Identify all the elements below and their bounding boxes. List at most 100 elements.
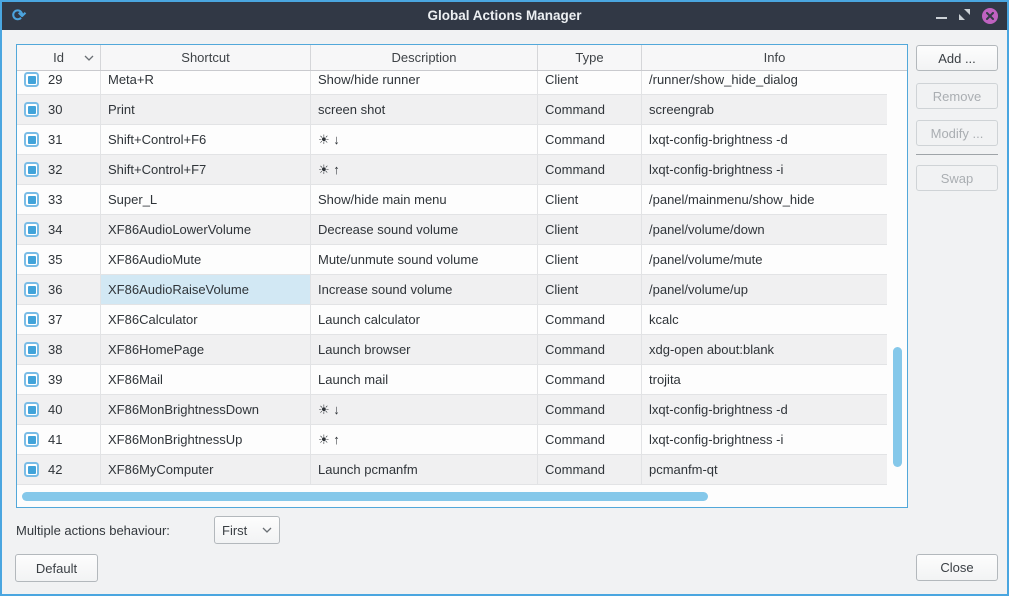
row-type-cell[interactable]: Command bbox=[538, 125, 642, 154]
row-description-cell[interactable]: Decrease sound volume bbox=[311, 215, 538, 244]
row-info-cell[interactable]: /panel/volume/up bbox=[649, 282, 749, 297]
table-row[interactable]: 33 Super_L Show/hide main menu Client /p… bbox=[17, 185, 887, 215]
table-row[interactable]: 30 Print screen shot Command screengrab bbox=[17, 95, 887, 125]
table-row[interactable]: 32 Shift+Control+F7 ☀ ↑ Command lxqt-con… bbox=[17, 155, 887, 185]
behaviour-select[interactable]: First bbox=[214, 516, 280, 544]
row-enabled-checkbox[interactable] bbox=[24, 252, 39, 267]
row-shortcut-cell[interactable]: Meta+R bbox=[101, 71, 311, 94]
table-row[interactable]: 29 Meta+R Show/hide runner Client /runne… bbox=[17, 71, 887, 95]
row-enabled-checkbox[interactable] bbox=[24, 402, 39, 417]
column-header-description[interactable]: Description bbox=[311, 45, 538, 70]
row-info-cell[interactable]: xdg-open about:blank bbox=[649, 342, 775, 357]
row-type-cell[interactable]: Client bbox=[538, 215, 642, 244]
row-shortcut-cell[interactable]: XF86Calculator bbox=[101, 305, 311, 334]
row-type-cell[interactable]: Client bbox=[538, 245, 642, 274]
row-description-cell[interactable]: ☀ ↑ bbox=[311, 425, 538, 454]
row-shortcut-cell[interactable]: XF86AudioLowerVolume bbox=[101, 215, 311, 244]
row-description-cell[interactable]: Launch browser bbox=[311, 335, 538, 364]
row-type-cell[interactable]: Command bbox=[538, 455, 642, 484]
horizontal-scrollbar-thumb[interactable] bbox=[22, 492, 708, 501]
row-info-cell[interactable]: kcalc bbox=[649, 312, 679, 327]
row-enabled-checkbox[interactable] bbox=[24, 432, 39, 447]
column-header-shortcut[interactable]: Shortcut bbox=[101, 45, 311, 70]
row-type-cell[interactable]: Command bbox=[538, 395, 642, 424]
row-info-cell[interactable]: /runner/show_hide_dialog bbox=[649, 72, 798, 87]
row-enabled-checkbox[interactable] bbox=[24, 342, 39, 357]
swap-button[interactable]: Swap bbox=[916, 165, 998, 191]
row-shortcut-cell[interactable]: XF86AudioRaiseVolume bbox=[101, 275, 311, 304]
row-description-cell[interactable]: ☀ ↓ bbox=[311, 395, 538, 424]
modify-button[interactable]: Modify ... bbox=[916, 120, 998, 146]
row-enabled-checkbox[interactable] bbox=[24, 372, 39, 387]
table-row[interactable]: 40 XF86MonBrightnessDown ☀ ↓ Command lxq… bbox=[17, 395, 887, 425]
row-description-cell[interactable]: Show/hide runner bbox=[311, 71, 538, 94]
titlebar[interactable]: ⟳ Global Actions Manager bbox=[2, 2, 1007, 30]
row-enabled-checkbox[interactable] bbox=[24, 102, 39, 117]
column-header-id[interactable]: Id bbox=[17, 45, 101, 70]
table-row[interactable]: 42 XF86MyComputer Launch pcmanfm Command… bbox=[17, 455, 887, 485]
row-description-cell[interactable]: Show/hide main menu bbox=[311, 185, 538, 214]
row-shortcut-cell[interactable]: Shift+Control+F6 bbox=[101, 125, 311, 154]
row-type-cell[interactable]: Client bbox=[538, 185, 642, 214]
row-description-cell[interactable]: Increase sound volume bbox=[311, 275, 538, 304]
row-description-cell[interactable]: Launch calculator bbox=[311, 305, 538, 334]
row-type-cell[interactable]: Client bbox=[538, 71, 642, 94]
row-description-cell[interactable]: ☀ ↑ bbox=[311, 155, 538, 184]
row-info-cell[interactable]: /panel/mainmenu/show_hide bbox=[649, 192, 815, 207]
table-row[interactable]: 34 XF86AudioLowerVolume Decrease sound v… bbox=[17, 215, 887, 245]
row-description-cell[interactable]: Launch mail bbox=[311, 365, 538, 394]
row-enabled-checkbox[interactable] bbox=[24, 462, 39, 477]
row-shortcut-cell[interactable]: XF86MyComputer bbox=[101, 455, 311, 484]
row-type-cell[interactable]: Command bbox=[538, 335, 642, 364]
row-enabled-checkbox[interactable] bbox=[24, 312, 39, 327]
row-info-cell[interactable]: lxqt-config-brightness -d bbox=[649, 132, 788, 147]
table-row[interactable]: 38 XF86HomePage Launch browser Command x… bbox=[17, 335, 887, 365]
table-row[interactable]: 36 XF86AudioRaiseVolume Increase sound v… bbox=[17, 275, 887, 305]
row-type-cell[interactable]: Command bbox=[538, 155, 642, 184]
row-info-cell[interactable]: lxqt-config-brightness -d bbox=[649, 402, 788, 417]
table-row[interactable]: 35 XF86AudioMute Mute/unmute sound volum… bbox=[17, 245, 887, 275]
row-type-cell[interactable]: Command bbox=[538, 95, 642, 124]
row-enabled-checkbox[interactable] bbox=[24, 132, 39, 147]
row-shortcut-cell[interactable]: Shift+Control+F7 bbox=[101, 155, 311, 184]
minimize-button[interactable] bbox=[936, 13, 947, 19]
row-enabled-checkbox[interactable] bbox=[24, 72, 39, 87]
row-info-cell[interactable]: /panel/volume/mute bbox=[649, 252, 763, 267]
row-enabled-checkbox[interactable] bbox=[24, 162, 39, 177]
row-description-cell[interactable]: Mute/unmute sound volume bbox=[311, 245, 538, 274]
table-row[interactable]: 41 XF86MonBrightnessUp ☀ ↑ Command lxqt-… bbox=[17, 425, 887, 455]
row-shortcut-cell[interactable]: XF86MonBrightnessUp bbox=[101, 425, 311, 454]
row-shortcut-cell[interactable]: Super_L bbox=[101, 185, 311, 214]
close-window-button[interactable] bbox=[982, 8, 998, 24]
remove-button[interactable]: Remove bbox=[916, 83, 998, 109]
row-description-cell[interactable]: Launch pcmanfm bbox=[311, 455, 538, 484]
row-shortcut-cell[interactable]: XF86MonBrightnessDown bbox=[101, 395, 311, 424]
table-row[interactable]: 37 XF86Calculator Launch calculator Comm… bbox=[17, 305, 887, 335]
row-info-cell[interactable]: pcmanfm-qt bbox=[649, 462, 718, 477]
add-button[interactable]: Add ... bbox=[916, 45, 998, 71]
row-enabled-checkbox[interactable] bbox=[24, 222, 39, 237]
row-type-cell[interactable]: Command bbox=[538, 365, 642, 394]
row-info-cell[interactable]: lxqt-config-brightness -i bbox=[649, 432, 784, 447]
table-row[interactable]: 39 XF86Mail Launch mail Command trojita bbox=[17, 365, 887, 395]
row-type-cell[interactable]: Command bbox=[538, 305, 642, 334]
row-shortcut-cell[interactable]: Print bbox=[101, 95, 311, 124]
row-info-cell[interactable]: trojita bbox=[649, 372, 681, 387]
row-enabled-checkbox[interactable] bbox=[24, 282, 39, 297]
row-type-cell[interactable]: Command bbox=[538, 425, 642, 454]
column-header-type[interactable]: Type bbox=[538, 45, 642, 70]
row-description-cell[interactable]: ☀ ↓ bbox=[311, 125, 538, 154]
row-shortcut-cell[interactable]: XF86HomePage bbox=[101, 335, 311, 364]
row-shortcut-cell[interactable]: XF86AudioMute bbox=[101, 245, 311, 274]
row-description-cell[interactable]: screen shot bbox=[311, 95, 538, 124]
column-header-info[interactable]: Info bbox=[763, 50, 786, 65]
row-info-cell[interactable]: lxqt-config-brightness -i bbox=[649, 162, 784, 177]
row-shortcut-cell[interactable]: XF86Mail bbox=[101, 365, 311, 394]
default-button[interactable]: Default bbox=[15, 554, 98, 582]
row-enabled-checkbox[interactable] bbox=[24, 192, 39, 207]
vertical-scrollbar-thumb[interactable] bbox=[893, 347, 902, 467]
row-type-cell[interactable]: Client bbox=[538, 275, 642, 304]
row-info-cell[interactable]: screengrab bbox=[649, 102, 715, 117]
close-button[interactable]: Close bbox=[916, 554, 998, 581]
table-row[interactable]: 31 Shift+Control+F6 ☀ ↓ Command lxqt-con… bbox=[17, 125, 887, 155]
